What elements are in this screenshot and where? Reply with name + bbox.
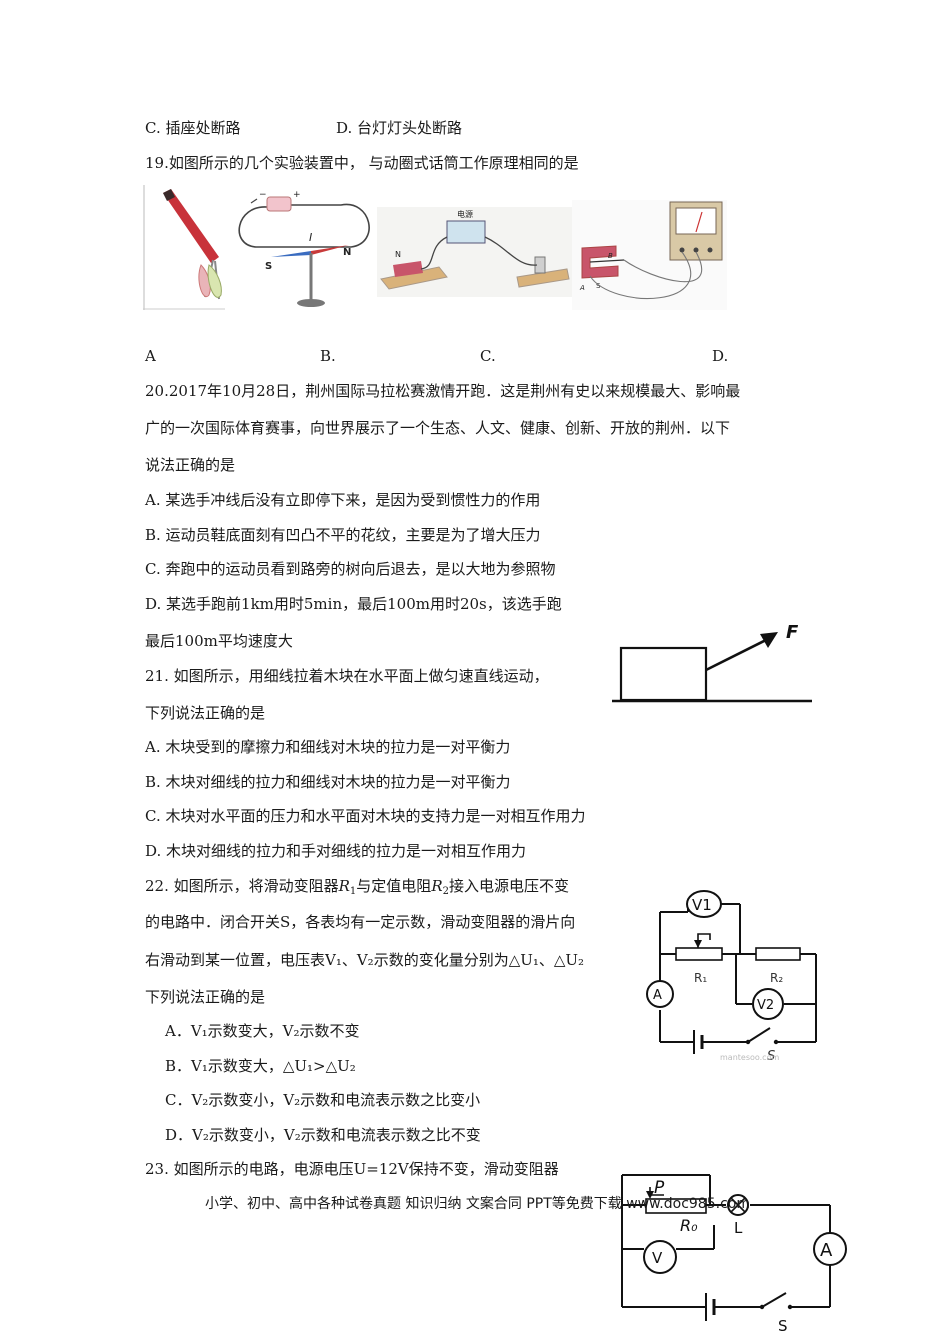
q22-stem-line3: 右滑动到某一位置，电压表V₁、V₂示数的变化量分别为△U₁、△U₂: [145, 951, 585, 969]
q20-stem-line3: 说法正确的是: [145, 456, 236, 474]
q19-south-label: S: [265, 261, 272, 272]
q22-stem-line1: 22. 如图所示，将滑动变阻器R1与定值电阻R2接入电源电压不变: [145, 876, 569, 902]
q21-option-b: B. 木块对细线的拉力和细线对木块的拉力是一对平衡力: [145, 773, 511, 791]
q20-option-d-line2: 最后100m平均速度大: [145, 632, 293, 650]
q19-point-a: A: [579, 284, 585, 292]
q19-label-d: D.: [712, 347, 729, 365]
q21-option-c: C. 木块对水平面的压力和水平面对木块的支持力是一对相互作用力: [145, 807, 586, 825]
q22-stem-part3: 接入电源电压不变: [448, 877, 569, 895]
q22-r2-label: R₂: [770, 971, 783, 985]
q19-stem: 19.如图所示的几个实验装置中， 与动圈式话筒工作原理相同的是: [145, 154, 579, 172]
q19-minus-label: −: [259, 190, 267, 200]
q19-plus-label: +: [293, 190, 301, 200]
q18-option-c: C. 插座处断路: [145, 119, 241, 137]
q20-option-b: B. 运动员鞋底面刻有凹凸不平的花纹，主要是为了增大压力: [145, 526, 541, 544]
q22-stem-part2: 与定值电阻: [356, 877, 432, 895]
q21-option-a: A. 木块受到的摩擦力和细线对木块的拉力是一对平衡力: [145, 738, 511, 756]
q21-stem-line2: 下列说法正确的是: [145, 704, 266, 722]
q19-figure-b: − + I S N: [238, 190, 370, 307]
q22-r1-subscript: 1: [349, 886, 357, 897]
footer-watermark: 小学、初中、高中各种试卷真题 知识归纳 文案合同 PPT等免费下载 www.do…: [205, 1196, 750, 1212]
q22-option-d: D．V₂示数变小，V₂示数和电流表示数之比不变: [165, 1126, 481, 1144]
q22-ammeter-label: A: [653, 988, 662, 1003]
q22-v1-label: V1: [692, 896, 712, 914]
q23-p-label: P: [654, 1178, 665, 1198]
q19-s-label: S: [596, 282, 601, 290]
q23-circuit-figure: P R₀ L V A S: [621, 1174, 847, 1335]
q22-v2-label: V2: [757, 998, 774, 1013]
q19-point-b: B: [608, 252, 613, 260]
q22-watermark: mantesoo.com: [720, 1053, 779, 1062]
q18-option-d: D. 台灯灯头处断路: [336, 119, 463, 137]
q22-circuit-figure: V1 R₁ R₂ A V2 S mantesoo.com: [646, 890, 817, 1062]
q22-option-b: B．V₁示数变大，△U₁>△U₂: [165, 1057, 356, 1075]
q19-north-label: N: [343, 247, 351, 258]
q19-figure-a: [143, 185, 225, 310]
q19-power-label: 电源: [457, 209, 473, 219]
q20-option-d-line1: D. 某选手跑前1km用时5min，最后100m用时20s，该选手跑: [145, 595, 562, 613]
q22-r2-subscript: 2: [442, 886, 449, 897]
q22-switch-label: S: [767, 1049, 775, 1062]
q23-stem: 23. 如图所示的电路，电源电压U=12V保持不变，滑动变阻器: [145, 1160, 559, 1178]
q23-ammeter-label: A: [820, 1240, 833, 1261]
q19-label-a: A: [145, 347, 156, 365]
q23-lamp-label: L: [734, 1219, 743, 1237]
q22-stem-line4: 下列说法正确的是: [145, 988, 266, 1006]
q20-stem-line2: 广的一次国际体育赛事，向世界展示了一个生态、人文、健康、创新、开放的荆州．以下: [145, 419, 731, 437]
q20-stem-line1: 20.2017年10月28日，荆州国际马拉松赛激情开跑．这是荆州有史以来规模最大…: [145, 382, 741, 400]
q23-voltmeter-label: V: [652, 1249, 663, 1267]
q19-n-pole-label: N: [395, 250, 401, 259]
q21-option-d: D. 木块对细线的拉力和手对细线的拉力是一对相互作用力: [145, 842, 527, 860]
q21-force-label: F: [786, 622, 799, 643]
q23-r0-label: R₀: [680, 1216, 698, 1235]
q19-figure-d: B A S: [572, 200, 727, 310]
q19-current-label: I: [309, 231, 312, 244]
q22-stem-part1: 22. 如图所示，将滑动变阻器: [145, 877, 339, 895]
q21-stem-line1: 21. 如图所示，用细线拉着木块在水平面上做匀速直线运动，: [145, 667, 549, 685]
q22-r1-symbol: R: [338, 877, 350, 895]
q21-figure: F: [612, 622, 812, 703]
q19-label-c: C.: [480, 347, 496, 365]
q19-label-b: B.: [320, 347, 336, 365]
q20-option-c: C. 奔跑中的运动员看到路旁的树向后退去，是以大地为参照物: [145, 560, 556, 578]
q23-switch-label: S: [778, 1317, 788, 1335]
q19-figure-c: 电源 N: [377, 207, 572, 297]
q22-option-a: A．V₁示数变大，V₂示数不变: [165, 1022, 360, 1040]
q20-option-a: A. 某选手冲线后没有立即停下来，是因为受到惯性力的作用: [145, 491, 541, 509]
q22-stem-line2: 的电路中．闭合开关S，各表均有一定示数，滑动变阻器的滑片向: [145, 913, 576, 931]
q22-option-c: C．V₂示数变小，V₂示数和电流表示数之比变小: [165, 1091, 481, 1109]
q22-r1-label: R₁: [694, 971, 707, 985]
q22-r2-symbol: R: [431, 877, 443, 895]
